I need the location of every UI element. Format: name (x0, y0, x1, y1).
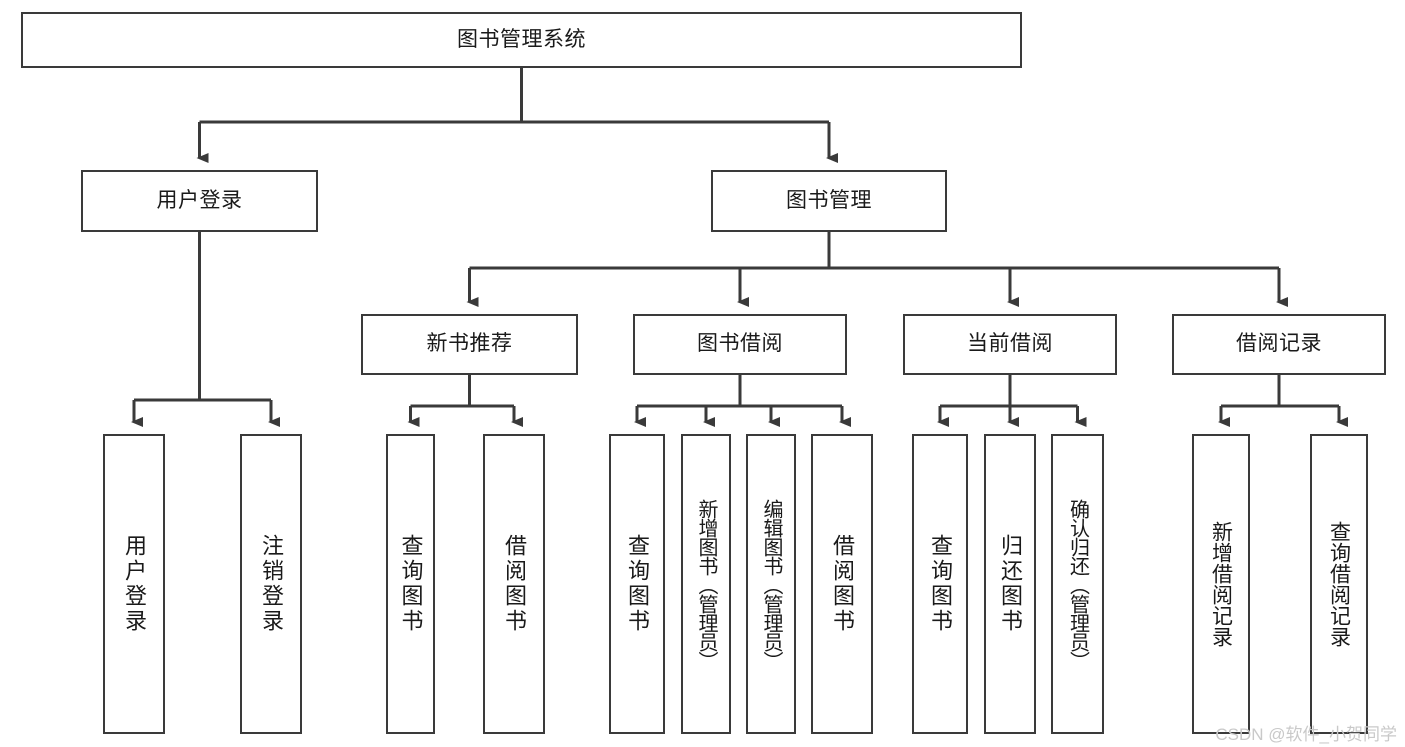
node-level1[interactable]: 图书管理 (711, 170, 947, 232)
node-label: 图书管理 (786, 188, 872, 212)
node-label: 查询借阅记录 (1327, 521, 1351, 647)
node-leaf[interactable]: 查询借阅记录 (1310, 434, 1368, 734)
node-level2[interactable]: 图书借阅 (633, 314, 847, 375)
node-label: 用户登录 (156, 188, 243, 212)
node-leaf[interactable]: 查询图书 (912, 434, 968, 734)
node-label: 新增借阅记录 (1209, 521, 1233, 647)
node-leaf[interactable]: 借阅图书 (483, 434, 545, 734)
node-label: 注销登录 (259, 534, 284, 634)
node-label: 编辑图书（管理员） (760, 498, 782, 670)
node-label: 归还图书 (998, 534, 1023, 634)
node-leaf[interactable]: 编辑图书（管理员） (746, 434, 796, 734)
node-label: 查询图书 (625, 534, 650, 634)
node-label: 新增图书（管理员） (695, 498, 717, 670)
node-leaf[interactable]: 注销登录 (240, 434, 302, 734)
node-level1[interactable]: 用户登录 (81, 170, 318, 232)
node-leaf[interactable]: 新增图书（管理员） (681, 434, 731, 734)
node-label: 用户登录 (122, 534, 147, 634)
node-label: 当前借阅 (967, 332, 1053, 356)
node-leaf[interactable]: 借阅图书 (811, 434, 873, 734)
watermark: CSDN @软件_小贺同学 (1215, 725, 1397, 744)
node-label: 图书借阅 (697, 332, 783, 356)
node-leaf[interactable]: 查询图书 (386, 434, 435, 734)
node-label: 新书推荐 (426, 332, 513, 356)
node-level2[interactable]: 当前借阅 (903, 314, 1117, 375)
node-leaf[interactable]: 归还图书 (984, 434, 1036, 734)
node-leaf[interactable]: 用户登录 (103, 434, 165, 734)
node-root[interactable]: 图书管理系统 (21, 12, 1022, 68)
node-leaf[interactable]: 确认归还（管理员） (1051, 434, 1104, 734)
node-label: 借阅图书 (830, 534, 855, 634)
node-label: 查询图书 (928, 534, 953, 634)
node-label: 借阅记录 (1236, 332, 1322, 356)
node-label: 查询图书 (398, 534, 424, 634)
node-level2[interactable]: 借阅记录 (1172, 314, 1386, 375)
node-label: 图书管理系统 (457, 27, 586, 51)
node-leaf[interactable]: 查询图书 (609, 434, 665, 734)
node-level2[interactable]: 新书推荐 (361, 314, 578, 375)
node-leaf[interactable]: 新增借阅记录 (1192, 434, 1250, 734)
node-label: 确认归还（管理员） (1066, 498, 1089, 670)
node-label: 借阅图书 (502, 534, 527, 634)
